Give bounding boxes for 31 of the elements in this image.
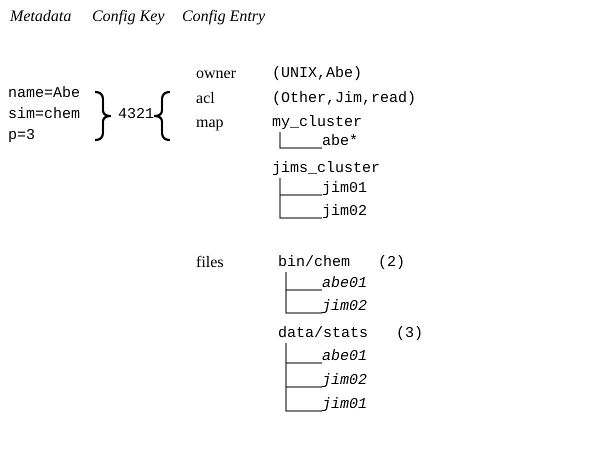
tree-connector xyxy=(286,342,322,412)
host-name: jim01 xyxy=(322,180,368,198)
entry-value: (UNIX,Abe) xyxy=(272,65,362,83)
tree-connector xyxy=(280,132,322,148)
metadata-item: sim=chem xyxy=(8,106,80,124)
metadata-item: name=Abe xyxy=(8,85,80,103)
metadata-item: p=3 xyxy=(8,127,36,145)
column-heading: Config Key xyxy=(92,8,164,26)
host-name: abe01 xyxy=(322,348,368,366)
cluster-name: my_cluster xyxy=(272,114,362,132)
file-path: bin/chem xyxy=(278,254,350,271)
key-name: owner xyxy=(196,65,236,83)
host-name: abe01 xyxy=(322,275,368,293)
column-heading: Metadata xyxy=(10,8,72,26)
tree-connector xyxy=(280,178,322,218)
count-label: (2) xyxy=(378,254,406,271)
config-key: 4321 xyxy=(118,106,154,124)
key-name: acl xyxy=(196,90,215,108)
host-name: jim02 xyxy=(322,372,368,390)
host-name: abe* xyxy=(322,133,358,151)
tree-connector xyxy=(286,272,322,314)
key-name: files xyxy=(196,254,224,272)
entry-value: (Other,Jim,read) xyxy=(272,90,416,108)
key-name: map xyxy=(196,114,224,132)
count-label: (3) xyxy=(396,325,424,342)
file-path: data/stats xyxy=(278,325,368,342)
cluster-name: jims_cluster xyxy=(272,160,380,178)
host-name: jim02 xyxy=(322,203,368,221)
host-name: jim02 xyxy=(322,298,368,316)
column-heading: Config Entry xyxy=(182,8,266,26)
host-name: jim01 xyxy=(322,396,368,414)
